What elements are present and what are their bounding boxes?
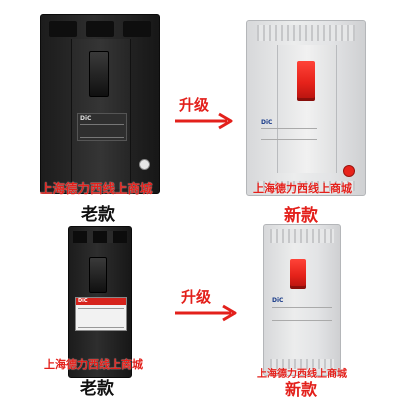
brand-strip <box>76 298 126 305</box>
upgrade-label-bottom: 升级 <box>181 288 212 306</box>
upgrade-arrow-icon-bottom <box>175 304 237 322</box>
caption-old-top: 老款 <box>81 205 115 225</box>
brand-logo: DiC <box>261 119 273 126</box>
watermark-new-top: 上海德力西线上商城 <box>253 182 352 195</box>
test-button[interactable] <box>343 165 355 177</box>
watermark-old-top: 上海德力西线上商城 <box>40 181 153 196</box>
nameplate-lines <box>261 128 317 140</box>
terminal-slot-3 <box>123 21 151 37</box>
nameplate: DiC <box>272 297 332 323</box>
old-breaker-top: DiC <box>40 14 160 194</box>
caption-old-bottom: 老款 <box>80 379 114 399</box>
nameplate: DiC <box>77 113 127 141</box>
nameplate-lines <box>78 308 124 328</box>
watermark-old-bottom: 上海德力西线上商城 <box>44 358 143 371</box>
nameplate: DiC <box>75 297 127 331</box>
brand-logo: DiC <box>272 297 284 304</box>
brand-logo: DiC <box>80 115 92 122</box>
terminal-ribs-top <box>257 25 355 41</box>
new-breaker-top: DiC <box>246 20 366 196</box>
watermark-new-bottom: 上海德力西线上商城 <box>257 369 347 380</box>
nameplate: DiC <box>261 119 317 141</box>
upgrade-label-top: 升级 <box>179 96 210 114</box>
caption-new-top: 新款 <box>284 206 318 226</box>
terminal-slot-2 <box>86 21 114 37</box>
test-button[interactable] <box>139 159 150 170</box>
caption-new-bottom: 新款 <box>285 380 318 399</box>
nameplate-lines <box>80 124 124 138</box>
brand-logo: DiC <box>78 298 88 304</box>
terminal-slot-1 <box>49 21 77 37</box>
black-toggle-switch[interactable] <box>89 257 107 293</box>
terminal-ribs-bottom <box>270 359 334 369</box>
red-toggle-switch[interactable] <box>297 61 315 101</box>
terminal-ribs-bottom <box>257 181 355 191</box>
red-toggle-switch[interactable] <box>290 259 306 289</box>
black-toggle-switch[interactable] <box>89 51 109 97</box>
terminal-slots-top <box>73 231 127 243</box>
terminal-ribs-top <box>270 229 334 243</box>
upgrade-arrow-icon-top <box>175 112 233 130</box>
new-breaker-bottom: DiC <box>263 224 341 376</box>
old-breaker-bottom: DiC <box>68 226 132 378</box>
nameplate-lines <box>272 307 332 321</box>
